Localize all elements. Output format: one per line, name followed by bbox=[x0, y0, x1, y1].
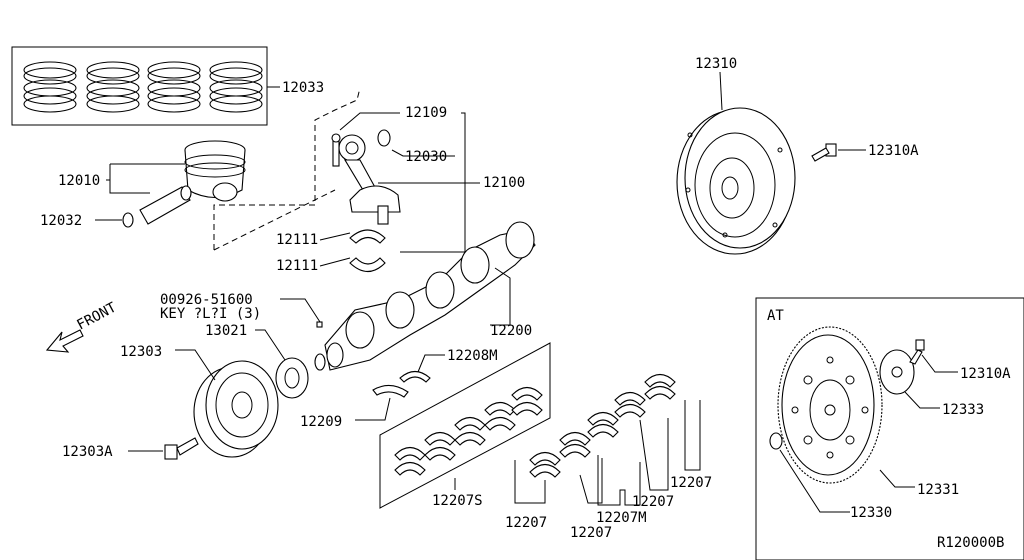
label-12100: 12100 bbox=[483, 175, 525, 191]
label-12200: 12200 bbox=[490, 323, 532, 339]
rod-bearing-lower bbox=[349, 257, 386, 273]
crank-sprocket bbox=[275, 357, 309, 399]
label-12207-d: 12207 bbox=[670, 475, 712, 491]
thrust-washer-lower bbox=[372, 384, 409, 398]
drive-plate-bolt bbox=[909, 339, 925, 365]
label-12310: 12310 bbox=[695, 56, 737, 72]
spacer bbox=[769, 432, 783, 450]
pulley-bolt bbox=[164, 437, 199, 460]
reference-code: R120000B bbox=[937, 535, 1004, 551]
label-12331: 12331 bbox=[917, 482, 959, 498]
label-12033: 12033 bbox=[282, 80, 324, 96]
main-bearing-set bbox=[394, 386, 543, 476]
bushing bbox=[377, 129, 391, 147]
label-12207-c: 12207 bbox=[632, 494, 674, 510]
flywheel-bolt bbox=[811, 143, 837, 162]
label-12010: 12010 bbox=[58, 173, 100, 189]
piston-pin bbox=[139, 185, 192, 225]
connecting-rod bbox=[331, 133, 401, 225]
label-12330: 12330 bbox=[850, 505, 892, 521]
front-arrow-icon bbox=[45, 329, 84, 353]
label-12109: 12109 bbox=[405, 105, 447, 121]
crank-pulley bbox=[193, 360, 279, 458]
label-12310A-top: 12310A bbox=[868, 143, 919, 159]
piston bbox=[184, 140, 246, 202]
label-12209: 12209 bbox=[300, 414, 342, 430]
label-AT: AT bbox=[767, 308, 784, 324]
main-bearing-set-box bbox=[379, 342, 551, 509]
label-12032: 12032 bbox=[40, 213, 82, 229]
rod-bearing-upper bbox=[349, 229, 386, 244]
label-12208M: 12208M bbox=[447, 348, 498, 364]
label-key-part: 00926-51600 bbox=[160, 292, 253, 308]
label-12207-a: 12207 bbox=[505, 515, 547, 531]
flywheel bbox=[676, 107, 796, 255]
label-12207M: 12207M bbox=[596, 510, 647, 526]
label-12207-b: 12207 bbox=[570, 525, 612, 541]
label-12333: 12333 bbox=[942, 402, 984, 418]
piston-rings bbox=[23, 61, 263, 113]
label-12111-lower: 12111 bbox=[276, 258, 318, 274]
snap-ring bbox=[122, 212, 134, 228]
piston-ring-box bbox=[11, 46, 268, 126]
label-12303: 12303 bbox=[120, 344, 162, 360]
crankshaft bbox=[314, 221, 536, 371]
label-front: FRONT bbox=[74, 299, 119, 333]
label-12111-upper: 12111 bbox=[276, 232, 318, 248]
label-12030: 12030 bbox=[405, 149, 447, 165]
drive-plate bbox=[777, 326, 883, 484]
label-12310A-at: 12310A bbox=[960, 366, 1011, 382]
thrust-washer-upper bbox=[399, 370, 431, 383]
at-box bbox=[755, 297, 1024, 560]
reinforcement-plate bbox=[879, 349, 915, 395]
label-12303A: 12303A bbox=[62, 444, 113, 460]
label-13021: 13021 bbox=[205, 323, 247, 339]
main-bearings bbox=[529, 373, 676, 478]
label-12207S: 12207S bbox=[432, 493, 483, 509]
label-key-desc: KEY ?L?I (3) bbox=[160, 306, 261, 322]
